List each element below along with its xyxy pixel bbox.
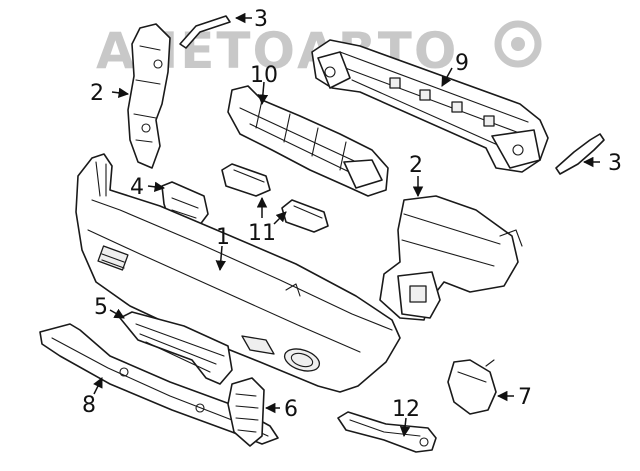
part-11-brackets xyxy=(221,163,329,233)
part-3-right-strip xyxy=(555,133,605,175)
callout-6: 6 xyxy=(284,397,298,422)
part-1-bumper-cover xyxy=(75,153,401,393)
callout-1: 1 xyxy=(216,225,230,250)
callout-4: 4 xyxy=(130,175,144,200)
callout-9: 9 xyxy=(455,51,469,76)
part-12-lower-bracket xyxy=(337,411,437,453)
callout-7: 7 xyxy=(518,385,532,410)
part-3-top-strip xyxy=(179,15,231,49)
part-7-fog-bezel xyxy=(447,359,497,415)
callout-12: 12 xyxy=(392,397,420,422)
part-10-energy-absorber xyxy=(227,85,389,197)
callout-2-right: 2 xyxy=(409,153,423,178)
part-5-lower-grille xyxy=(119,311,233,385)
part-2-right-bracket xyxy=(379,195,523,321)
part-2-left-bracket xyxy=(127,23,171,169)
callout-labels: 2 3 9 10 2 3 4 11 1 5 8 6 7 12 xyxy=(82,7,622,422)
leader-lines xyxy=(93,12,600,438)
callout-11: 11 xyxy=(248,221,276,246)
callout-8: 8 xyxy=(82,393,96,418)
callout-10: 10 xyxy=(250,63,278,88)
callout-3-top: 3 xyxy=(254,7,268,32)
callout-5: 5 xyxy=(94,295,108,320)
part-9-reinforcement-beam xyxy=(311,39,549,173)
callout-2-left: 2 xyxy=(90,81,104,106)
callout-3-right: 3 xyxy=(608,151,622,176)
part-6-vent-grille xyxy=(227,377,265,447)
